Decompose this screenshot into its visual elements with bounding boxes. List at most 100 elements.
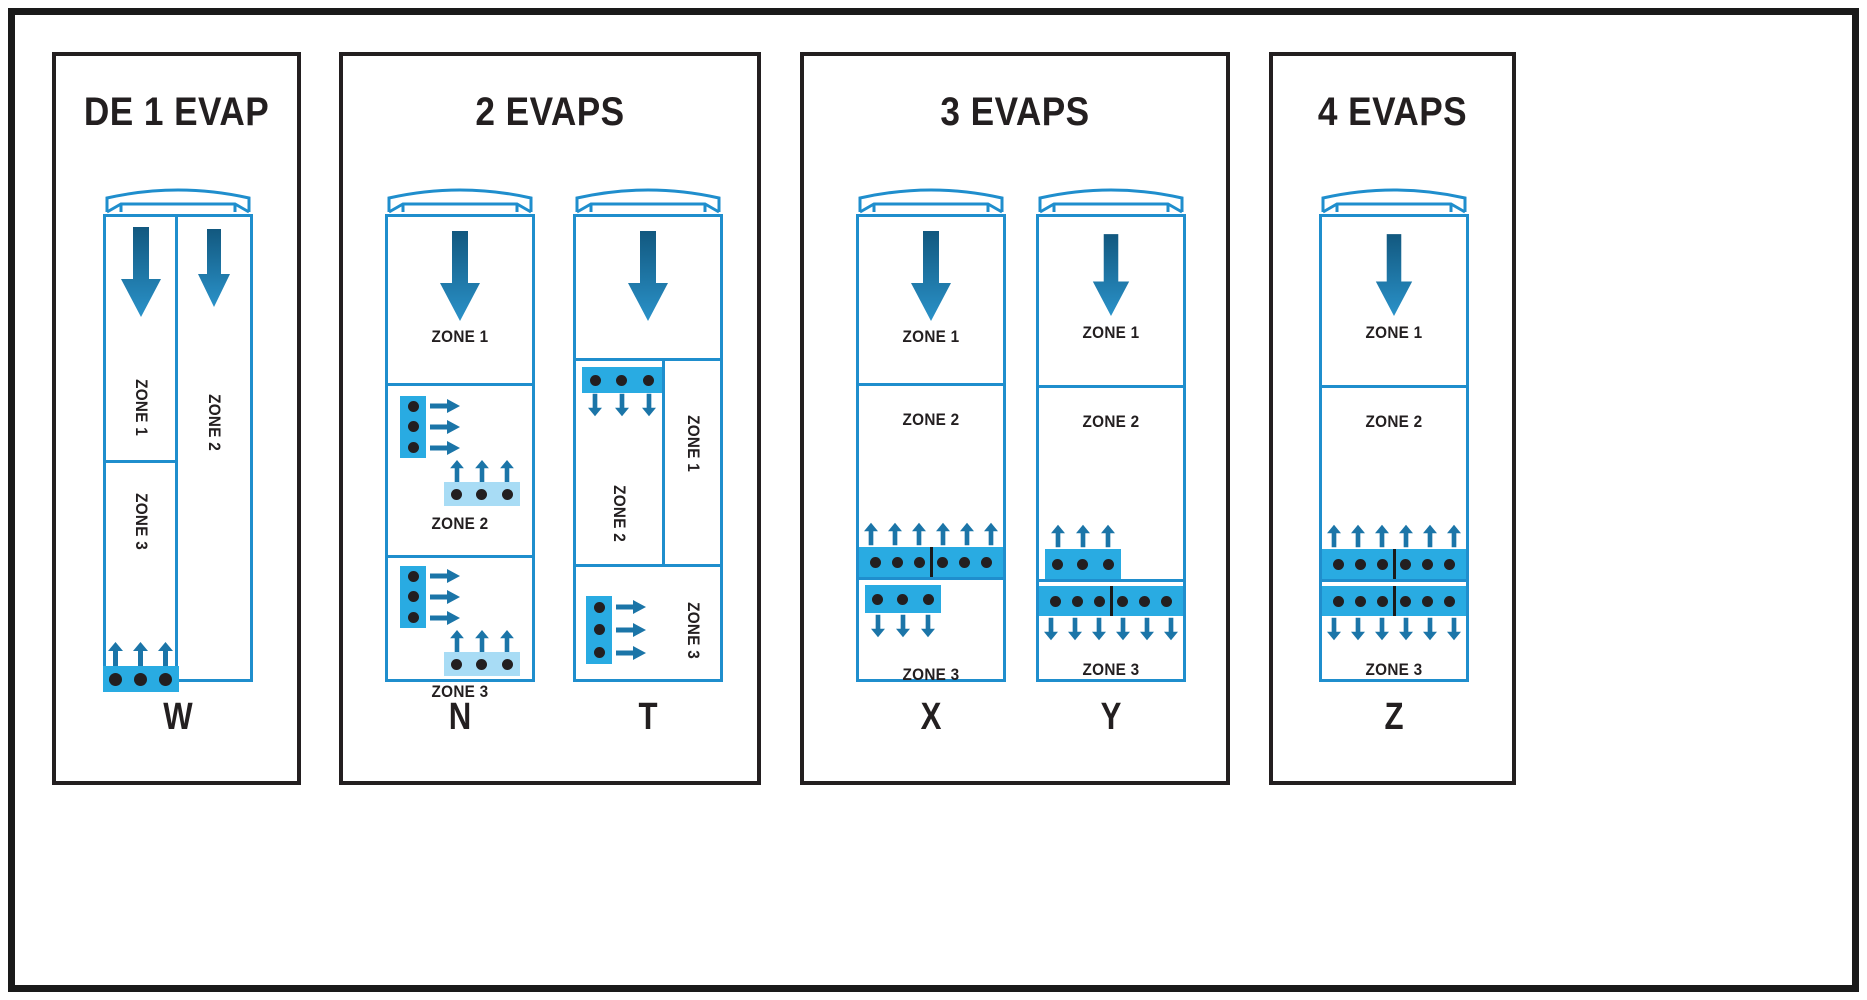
zone-label-w-3: ZONE 3 [131, 493, 151, 550]
evaporator-fan-dot [593, 647, 605, 659]
arrow-up-icon [1101, 524, 1116, 548]
evaporator-fan-dot [914, 556, 926, 568]
arrow-up-icon [500, 630, 515, 652]
airflow-arrows-up [444, 630, 520, 652]
trailer-roof-w [103, 182, 253, 214]
trailer-roof-z [1319, 182, 1469, 214]
panel-body-4-evaps: ZONE 1 ZONE 2 [1273, 164, 1512, 781]
trailer-t: ZONE 2 ZONE 1 [573, 182, 723, 682]
arrow-right-icon [616, 622, 646, 637]
arrow-group-left [1039, 616, 1111, 642]
evaporator-fan-dot [1333, 558, 1345, 570]
inlet-arrow-icon [1092, 234, 1130, 316]
arrow-up-icon [1423, 524, 1437, 548]
evaporator-fan-dot [1443, 558, 1455, 570]
trailer-w-right-column: ZONE 2 [178, 217, 250, 679]
trailer-body-y: ZONE 1 ZONE 2 [1036, 214, 1186, 682]
evaporator-fan-dot [1333, 595, 1345, 607]
evaporator-fan-dot [1052, 558, 1064, 570]
zone-n-3: ZONE 3 [388, 558, 532, 701]
zone-label-x-3: ZONE 3 [902, 665, 960, 684]
evaporator-unit-vertical [400, 566, 426, 628]
trailer-roof-n [385, 182, 535, 214]
evaporator-fan-dot [872, 593, 884, 605]
evaporator-fan-dot [501, 658, 513, 670]
evap-group-n-zone3-vertical [388, 558, 532, 628]
arrow-right-icon [430, 610, 460, 625]
zone-label-z-3: ZONE 3 [1365, 660, 1423, 679]
airflow-arrows-up [444, 460, 520, 482]
panel-title-2-evaps: 2 EVAPS [475, 90, 625, 134]
inlet-arrow-icon [1375, 234, 1413, 316]
trailer-n: ZONE 1 [385, 182, 535, 701]
inlet-arrow-icon [120, 227, 161, 317]
evaporator-fan-dot [1443, 595, 1455, 607]
zone-x-3: ZONE 3 [859, 580, 1003, 717]
evaporator-fan-dot [897, 593, 909, 605]
inlet-arrow-icon [440, 231, 480, 321]
arrow-right-icon [616, 600, 646, 615]
zone-label-t-2: ZONE 2 [610, 485, 630, 542]
arrow-down-icon [921, 614, 936, 638]
evaporator-fan-dot [593, 624, 605, 636]
arrow-up-icon [1447, 524, 1461, 548]
evaporator-unit-dual [859, 547, 1003, 577]
arrow-up-icon [984, 522, 998, 546]
evaporator-fan-dot [1160, 595, 1172, 607]
evaporator-fan-dot [407, 400, 419, 412]
evaporator-fan-dot [1377, 595, 1389, 607]
arrow-up-icon [500, 460, 515, 482]
evaporator-fan-dot [476, 658, 488, 670]
arrow-up-icon [912, 522, 926, 546]
evaporator-unit [865, 585, 941, 613]
arrow-right-icon [430, 419, 460, 434]
inlet-arrow-icon [628, 231, 668, 321]
evaporator-unit-vertical [400, 396, 426, 458]
evaporator-fan-dot [1421, 558, 1433, 570]
trailer-y: ZONE 1 ZONE 2 [1036, 182, 1186, 682]
zone-z-3: ZONE 3 [1322, 582, 1466, 719]
trailer-z: ZONE 1 ZONE 2 [1319, 182, 1469, 682]
arrow-up-icon [1050, 524, 1065, 548]
trailer-w-left-column: ZONE 1 ZONE 3 [102, 217, 179, 692]
evap-group-n-zone3-horizontal [444, 630, 520, 676]
zone-label-y-2: ZONE 2 [1082, 412, 1140, 431]
config-letter-t: T [638, 696, 658, 738]
arrow-group-left [1322, 616, 1394, 642]
arrow-down-icon [1140, 617, 1154, 641]
airflow-arrows-right [616, 596, 650, 664]
arrow-up-icon [158, 642, 174, 666]
zone-label-n-3: ZONE 3 [431, 682, 489, 701]
evaporator-unit-dual [1322, 549, 1466, 579]
zone-label-t-1: ZONE 1 [683, 415, 703, 472]
evaporator-fan-dot [870, 556, 882, 568]
evaporator-unit-vertical [586, 596, 612, 664]
evaporator-fan-dot [616, 374, 628, 386]
evaporator-unit-dual [1322, 586, 1466, 616]
zone-n-2: ZONE 2 [388, 386, 532, 558]
arrow-up-icon [1327, 524, 1341, 548]
arrow-down-icon [895, 614, 910, 638]
arrow-up-icon [936, 522, 950, 546]
zone-label-z-2: ZONE 2 [1365, 412, 1423, 431]
arrow-up-icon [449, 630, 464, 652]
zone-label-x-2: ZONE 2 [902, 410, 960, 429]
evaporator-fan-dot [1102, 558, 1114, 570]
evaporator-fan-dot [1399, 595, 1411, 607]
zone-x-2: ZONE 2 [859, 410, 1003, 580]
arrow-up-icon [1351, 524, 1365, 548]
evaporator-fan-dot [501, 488, 513, 500]
evaporator-fan-dot [159, 672, 173, 686]
evaporator-unit [582, 367, 662, 393]
zone-x-1: ZONE 1 [859, 231, 1003, 386]
arrow-group-right [1394, 523, 1466, 549]
evaporator-fan-dot [1355, 558, 1367, 570]
airflow-arrows-down [582, 393, 662, 417]
trailer-roof-t [573, 182, 723, 214]
evaporator-fan-dot [407, 591, 419, 603]
arrow-down-icon [1068, 617, 1082, 641]
arrow-up-icon [449, 460, 464, 482]
zone-label-n-1: ZONE 1 [431, 327, 489, 346]
zone-z-1: ZONE 1 [1322, 233, 1466, 388]
arrow-up-icon [132, 642, 148, 666]
